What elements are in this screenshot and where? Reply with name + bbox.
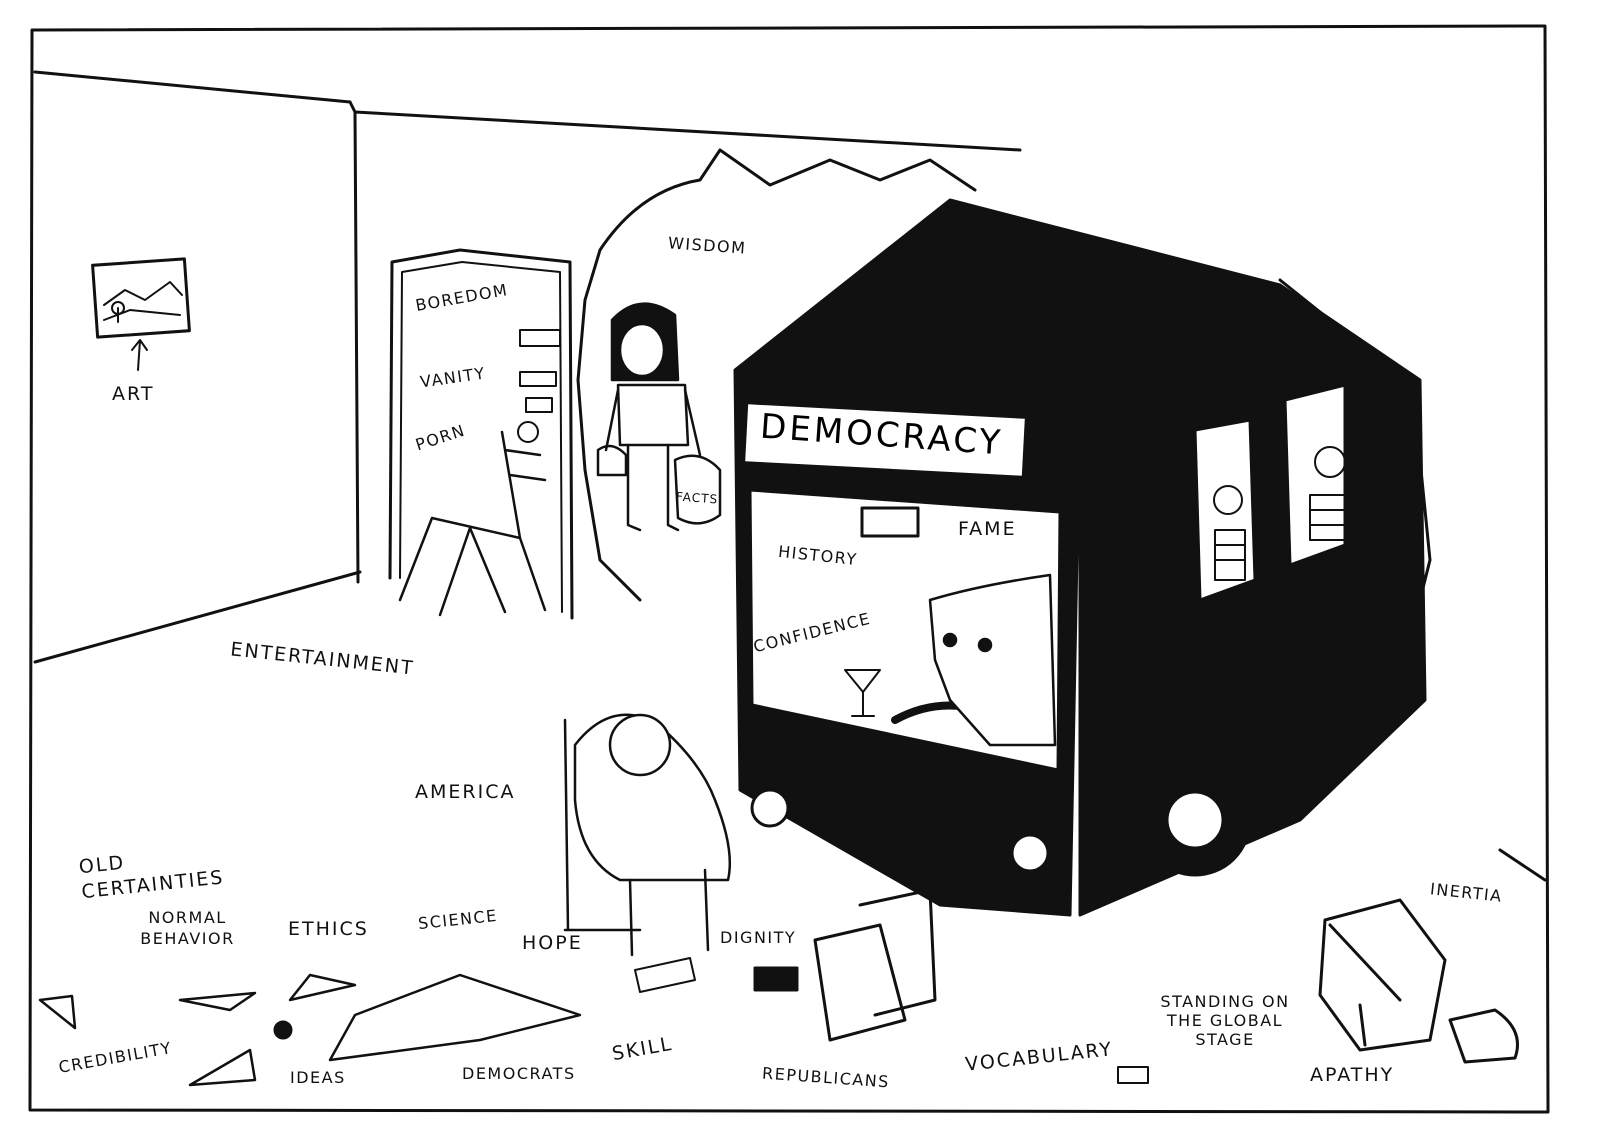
side-window-1	[1193, 418, 1257, 602]
door-frame	[388, 248, 574, 620]
side-window-2	[1283, 383, 1347, 567]
panel-frame	[28, 24, 1550, 1114]
america-man	[563, 713, 732, 957]
label-ideas: IDEAS	[290, 1068, 346, 1087]
label-normal-behavior: NORMAL BEHAVIOR	[140, 908, 235, 948]
pizza-old-certainties	[38, 994, 77, 1030]
label-facts: FACTS	[675, 489, 719, 507]
wall-hole-edge	[576, 148, 977, 602]
bus-sign-panel	[742, 401, 1028, 479]
apathy-vase	[1448, 1008, 1519, 1064]
broken-tv	[813, 888, 937, 1042]
art-picture-frame	[91, 257, 191, 339]
label-art: ART	[112, 383, 155, 405]
back-wall-top	[353, 110, 1022, 152]
wall-corner	[348, 100, 360, 584]
label-standing-on-the-global-stage: STANDING ON THE GLOBAL STAGE	[1160, 992, 1290, 1050]
art-picture-landscape	[103, 281, 183, 321]
inertia-cabinet	[1318, 898, 1447, 1052]
left-bag	[596, 444, 628, 477]
door-lock	[519, 329, 561, 347]
pizza-normal-behavior	[178, 991, 257, 1012]
ideas-dot	[273, 1020, 293, 1040]
science-tray	[328, 973, 582, 1062]
global-stage-box	[1117, 1066, 1149, 1084]
bus-hubcap	[1165, 790, 1225, 850]
door-chain	[519, 371, 557, 387]
woman-figure	[596, 302, 722, 532]
label-hope: HOPE	[522, 932, 583, 954]
dignity-tape	[753, 966, 799, 992]
hope-can	[634, 957, 696, 993]
martini-glass	[844, 669, 881, 717]
pizza-credibility	[188, 1048, 257, 1087]
democracy-bus	[733, 198, 1427, 917]
skeleton-passengers	[1213, 446, 1351, 581]
art-arrow	[131, 339, 148, 371]
bus-headlight-right	[1010, 833, 1050, 873]
door-peephole	[525, 397, 553, 413]
horse-driver	[928, 573, 1057, 747]
label-dignity: DIGNITY	[720, 928, 797, 947]
pizza-ethics	[288, 973, 357, 1002]
label-ethics: ETHICS	[288, 918, 369, 940]
label-democrats: DEMOCRATS	[462, 1064, 576, 1083]
floor-line-right	[1498, 848, 1547, 882]
bus-headlight-left	[750, 788, 790, 828]
door-panel	[399, 261, 563, 613]
label-fame: FAME	[958, 518, 1017, 540]
floor-line-left	[33, 570, 362, 664]
art-picture-tree	[111, 301, 125, 323]
leaning-chair	[398, 430, 547, 617]
rearview-mirror	[860, 506, 920, 538]
label-america: AMERICA	[415, 781, 516, 803]
facts-bag	[673, 454, 722, 525]
bus-side	[1078, 283, 1427, 917]
ceiling-line	[33, 70, 352, 104]
door-knob	[517, 421, 539, 443]
label-apathy: APATHY	[1310, 1064, 1395, 1086]
